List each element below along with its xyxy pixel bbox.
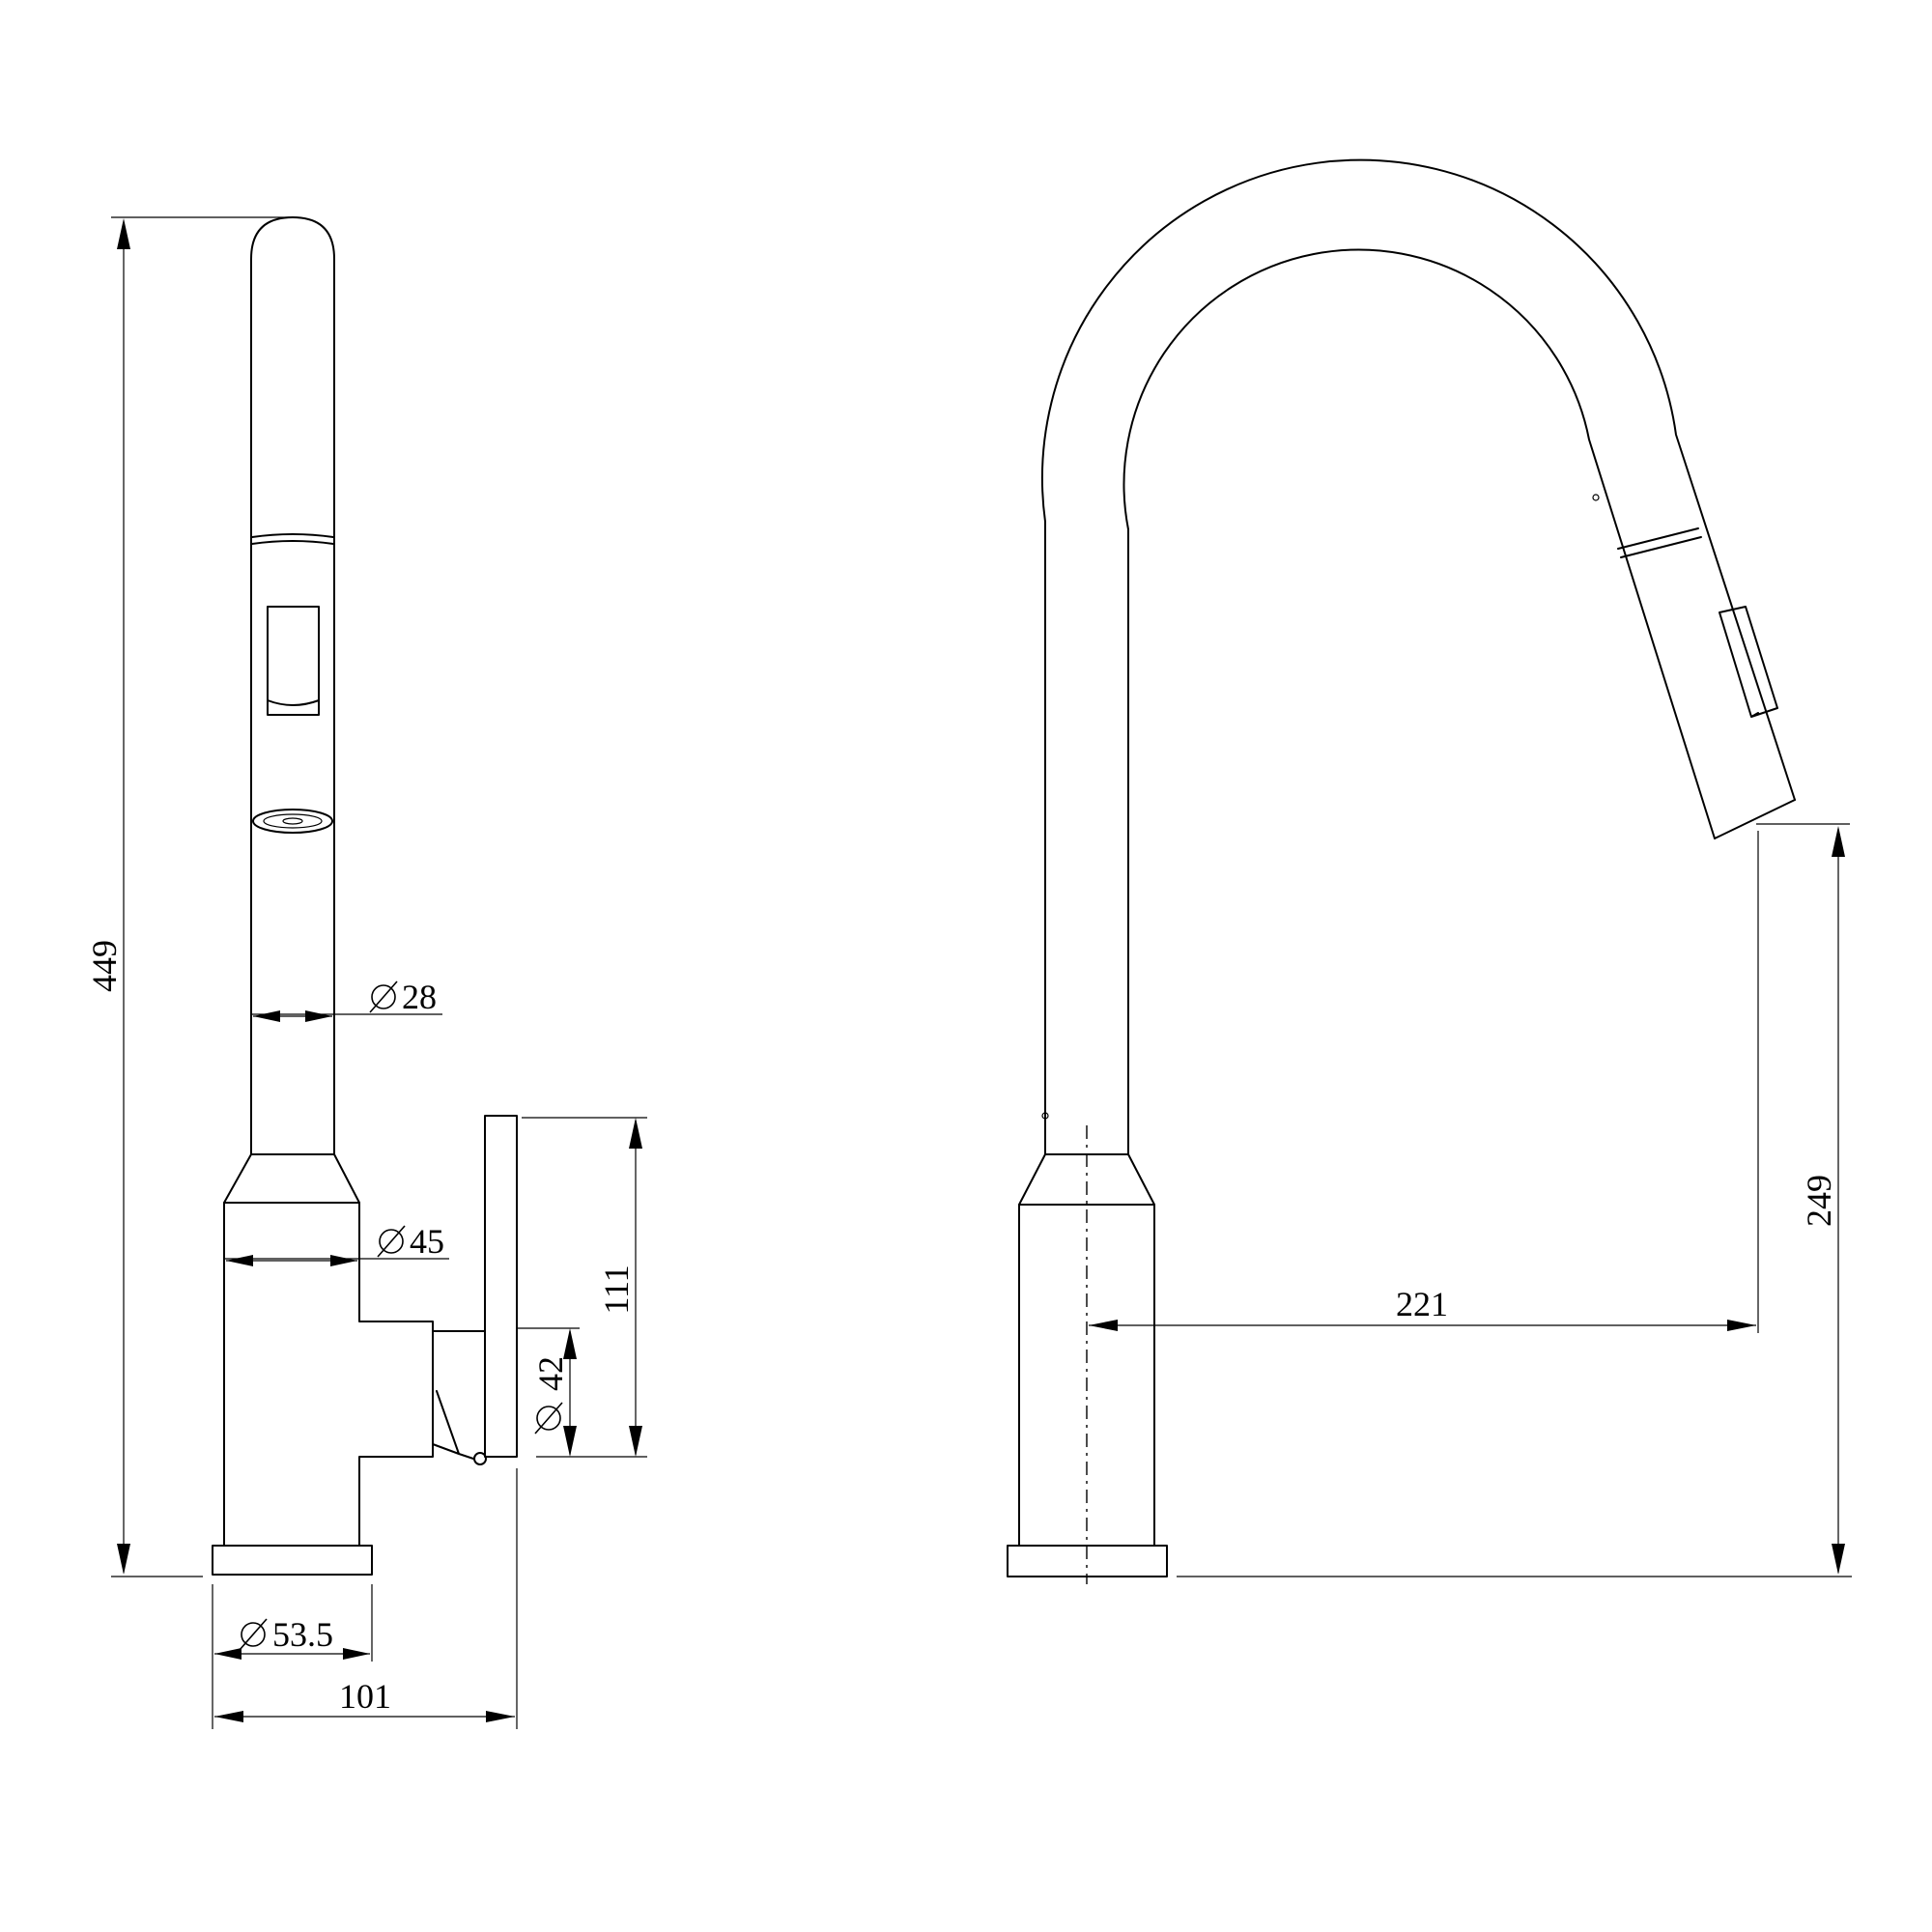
aerator-center: [282, 817, 303, 825]
dim-spout-diameter: 28: [402, 978, 437, 1016]
spray-seam: [251, 533, 334, 545]
spout-shaft: [250, 216, 335, 1155]
faucet-front-view: 221 249: [1007, 158, 1852, 1584]
spray-button-front: [1719, 606, 1778, 718]
faucet-side-view: 449 28 45 111 42: [85, 216, 647, 1729]
base-plate: [212, 1545, 373, 1576]
ext-lines: [111, 216, 647, 1729]
dim-handle-diameter: 42: [531, 1356, 570, 1391]
spray-head-end: [1714, 799, 1796, 839]
gooseneck-inner: [1122, 248, 1716, 1155]
handle-lever: [484, 1115, 518, 1458]
diameter-icon: [534, 1402, 563, 1435]
aerator-ring: [252, 809, 333, 834]
diameter-icon: [239, 1618, 268, 1651]
dim-total-height: 449: [85, 940, 124, 992]
diameter-icon: [369, 980, 398, 1013]
dim-spout-clearance: 249: [1800, 1175, 1838, 1227]
collar: [223, 1153, 360, 1204]
dim-handle-height: 111: [597, 1264, 636, 1314]
body: [223, 1202, 434, 1547]
handle-screw: [473, 1452, 487, 1465]
dim-side-depth: 101: [339, 1677, 391, 1716]
ext-lines-front: [1177, 823, 1852, 1577]
body-front: [1018, 1204, 1155, 1547]
aerator-inner: [263, 813, 323, 829]
diameter-icon: [377, 1225, 406, 1258]
spray-button: [267, 606, 320, 716]
dim-body-diameter: 45: [410, 1222, 444, 1261]
dim-base-diameter: 53.5: [272, 1615, 333, 1654]
dim-reach: 221: [1396, 1285, 1448, 1323]
gooseneck-outer: [1040, 158, 1796, 1155]
spray-seam-front: [1617, 527, 1702, 558]
handle-cartridge: [432, 1330, 486, 1460]
